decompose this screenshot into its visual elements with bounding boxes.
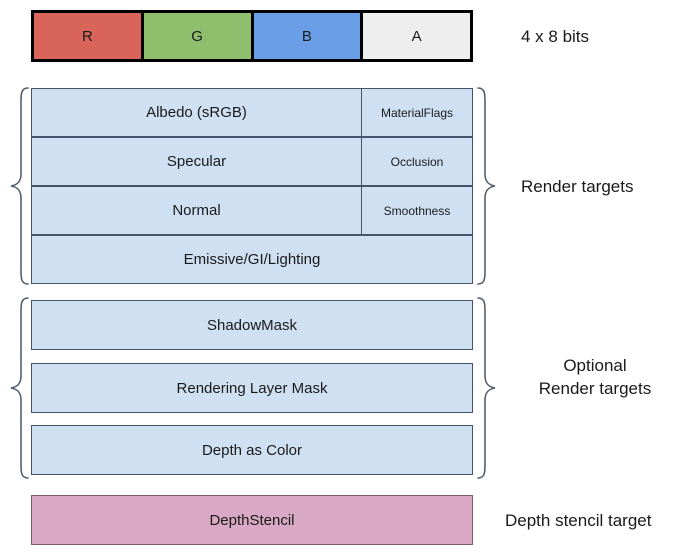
optional-render-targets-left-brace [8, 296, 30, 480]
render-target-alpha-smoothness: Smoothness [362, 186, 473, 235]
channel-cell-g: G [143, 13, 254, 59]
render-target-row: Albedo (sRGB) MaterialFlags [31, 88, 473, 137]
render-target-main-emissive: Emissive/GI/Lighting [31, 235, 473, 284]
optional-render-target-rendering-layer-mask: Rendering Layer Mask [31, 363, 473, 413]
render-targets-group: Albedo (sRGB) MaterialFlags Specular Occ… [31, 88, 473, 284]
render-targets-left-brace [8, 86, 30, 286]
depth-stencil-box: DepthStencil [31, 495, 473, 545]
optional-label-line2: Render targets [538, 378, 652, 398]
channel-cell-r: R [34, 13, 144, 59]
render-target-main-specular: Specular [31, 137, 362, 186]
depth-stencil-side-label: Depth stencil target [505, 511, 652, 530]
render-target-row: Specular Occlusion [31, 137, 473, 186]
render-targets-right-brace [476, 86, 498, 286]
channel-bar-side-label: 4 x 8 bits [521, 27, 590, 46]
optional-render-target-depth-as-color: Depth as Color [31, 425, 473, 475]
channel-cell-b: B [253, 13, 364, 59]
optional-label-line1: Optional [563, 356, 627, 375]
render-targets-side-label: Render targets [521, 177, 634, 196]
optional-render-targets-right-brace [476, 296, 498, 480]
channel-cell-a: A [363, 13, 470, 59]
rgba-channel-bar: R G B A [31, 10, 473, 62]
render-target-row: Normal Smoothness [31, 186, 473, 235]
optional-render-target-shadowmask: ShadowMask [31, 300, 473, 350]
render-target-main-albedo: Albedo (sRGB) [31, 88, 362, 137]
render-target-alpha-occlusion: Occlusion [362, 137, 473, 186]
render-target-main-normal: Normal [31, 186, 362, 235]
render-target-alpha-materialflags: MaterialFlags [362, 88, 473, 137]
render-target-row: Emissive/GI/Lighting [31, 235, 473, 284]
